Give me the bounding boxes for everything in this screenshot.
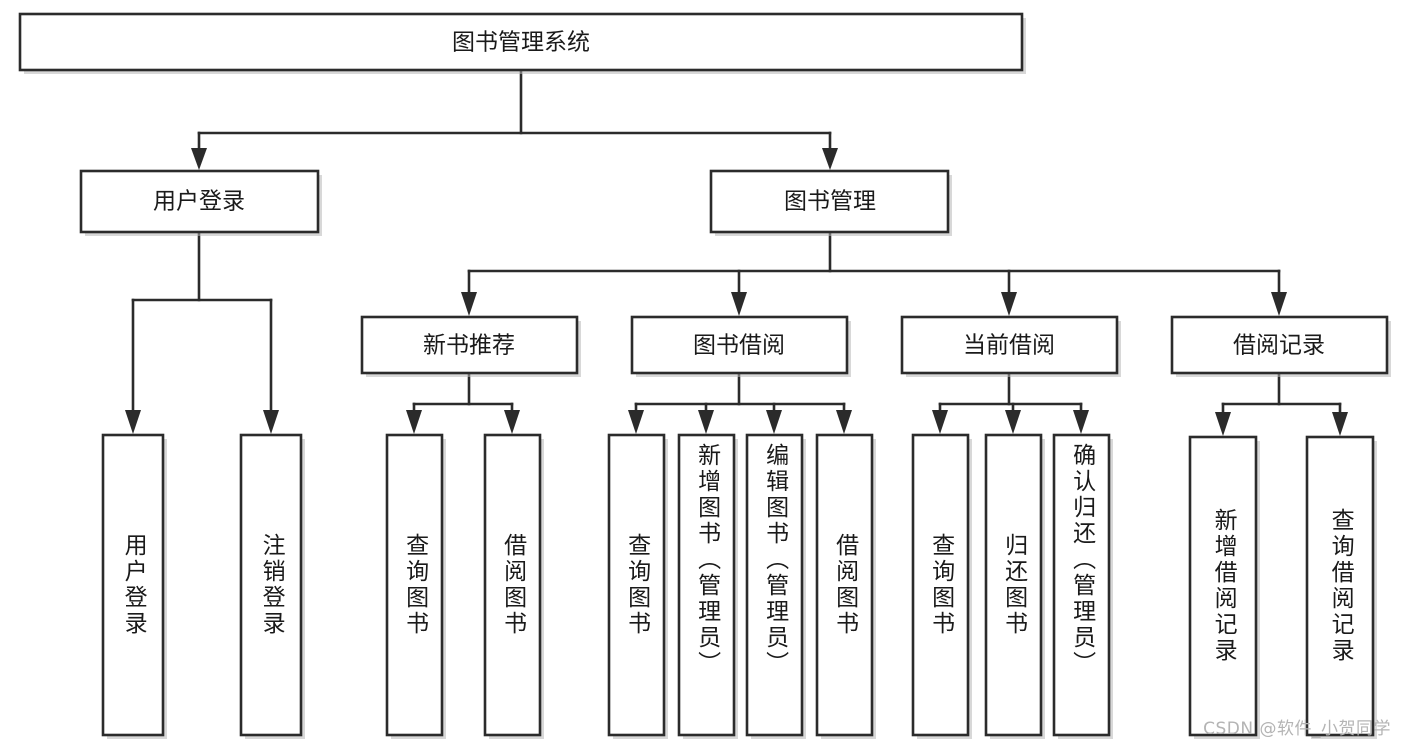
node-leaf-current-query-book[interactable] [911,433,970,737]
arrowhead-current-query-book [932,410,948,434]
node-root[interactable] [18,12,1024,72]
node-leaf-logout[interactable] [239,433,303,737]
node-leaf-user-login[interactable] [101,433,165,737]
arrowhead-borrow-edit-book [766,410,782,434]
arrowhead-new-book-rec [461,292,477,316]
arrowhead-current-confirm-return [1073,410,1089,434]
node-new-book-recommend[interactable] [360,315,579,375]
arrowhead-book-manage [822,148,838,170]
node-leaf-borrow-book[interactable] [815,433,874,737]
label-new-book-recommend: 新书推荐 [423,333,515,359]
label-borrow-record: 借阅记录 [1233,333,1325,359]
arrowhead-borrow-borrow-book [836,410,852,434]
node-leaf-return-book[interactable] [984,433,1043,737]
arrowhead-leaf-logout [263,410,279,434]
node-current-borrow[interactable] [900,315,1119,375]
arrowhead-borrow-record [1271,292,1287,316]
arrowhead-borrow-add-book [698,410,714,434]
node-leaf-rec-borrow-book[interactable] [483,433,542,737]
node-leaf-add-borrow-record[interactable] [1188,435,1258,737]
arrowhead-rec-query-book [406,410,422,434]
node-leaf-edit-book-admin[interactable] [745,433,804,737]
node-boxes [18,12,1391,739]
arrowhead-record-query [1332,412,1348,436]
node-leaf-add-book-admin[interactable] [677,433,736,737]
label-book-borrow: 图书借阅 [693,333,785,359]
node-book-manage[interactable] [709,169,950,234]
node-leaf-confirm-return-admin[interactable] [1052,433,1111,737]
label-root: 图书管理系统 [452,30,590,56]
node-leaf-query-borrow-record[interactable] [1305,435,1375,737]
label-user-login: 用户登录 [153,189,245,215]
label-book-manage: 图书管理 [784,189,876,215]
arrowhead-current-borrow [1001,292,1017,316]
arrowhead-borrow-query-book [628,410,644,434]
arrowhead-rec-borrow-book [504,410,520,434]
arrowhead-record-add [1215,412,1231,436]
arrowhead-leaf-user-login [125,410,141,434]
node-leaf-borrow-query-book[interactable] [607,433,666,737]
node-user-login[interactable] [79,169,320,234]
label-current-borrow: 当前借阅 [963,333,1055,359]
arrowhead-user-login [191,148,207,170]
node-borrow-record[interactable] [1170,315,1389,375]
node-book-borrow[interactable] [630,315,849,375]
arrowhead-current-return-book [1005,410,1021,434]
arrowhead-book-borrow [731,292,747,316]
connectors [125,68,1348,436]
node-leaf-rec-query-book[interactable] [385,433,444,737]
node-labels: 图书管理系统 用户登录 图书管理 新书推荐 图书借阅 当前借阅 借阅记录 [153,30,1325,359]
